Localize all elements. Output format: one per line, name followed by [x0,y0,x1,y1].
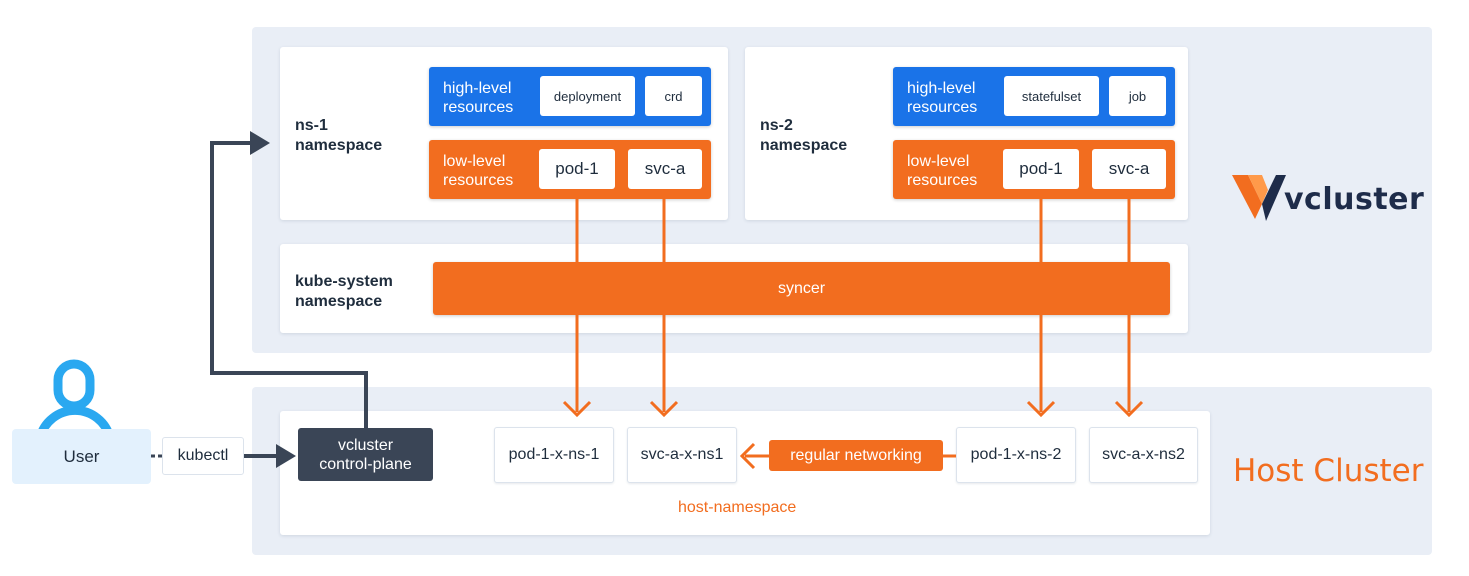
sync-arrowhead-ns2-pod [1026,400,1056,418]
host-pod-1-x-ns-2: pod-1-x-ns-2 [956,427,1076,483]
ns2-low-level-label: low-level resources [907,152,977,190]
networking-arrowhead [739,442,756,470]
crd-chip: crd [645,76,702,116]
kube-system-label: kube-system namespace [295,272,393,312]
ns1-low-level-label: low-level resources [443,152,513,190]
kubectl-box: kubectl [162,437,244,475]
ns1-high-level-line2: resources [443,99,514,116]
vcluster-logo: vcluster [1232,172,1425,227]
syncer-bar: syncer [433,262,1170,315]
ns2-svc-a-chip: svc-a [1092,149,1166,189]
host-pod-1-x-ns-1: pod-1-x-ns-1 [494,427,614,483]
control-plane-line1: vcluster [337,436,394,454]
sync-arrowhead-ns1-svc [649,400,679,418]
user-box: User [12,429,151,484]
deployment-chip: deployment [540,76,635,116]
ns1-svc-a-chip: svc-a [628,149,702,189]
ns2-label-line1: ns-2 [760,117,793,134]
regular-networking-label: regular networking [769,440,943,471]
ns2-pod-1-chip: pod-1 [1003,149,1079,189]
ns2-high-level-line2: resources [907,99,978,116]
control-plane-to-ns1-arrow [210,141,368,428]
ns1-label-line1: ns-1 [295,117,328,134]
ns1-high-level-resources: high-level resources deployment crd [429,67,711,126]
ns2-namespace-label: ns-2 namespace [760,116,847,156]
sync-arrowhead-ns1-pod [562,400,592,418]
regular-networking-text: regular networking [790,446,922,464]
ns1-high-level-line1: high-level [443,80,512,97]
ns2-high-level-resources: high-level resources statefulset job [893,67,1175,126]
vcluster-logo-text: vcluster [1284,182,1425,217]
syncer-label: syncer [777,280,826,297]
kube-system-label-line1: kube-system [295,273,393,290]
statefulset-chip: statefulset [1004,76,1099,116]
ns1-high-level-label: high-level resources [443,79,513,117]
vcluster-control-plane: vcluster control-plane [298,428,433,481]
ns2-low-level-resources: low-level resources pod-1 svc-a [893,140,1175,199]
job-chip: job [1109,76,1166,116]
ns1-low-level-line2: resources [443,172,514,189]
ns1-label-line2: namespace [295,137,383,154]
vcluster-logo-icon [1232,175,1286,221]
ns1-low-level-line1: low-level [443,153,506,170]
ns2-label-line2: namespace [760,137,848,154]
ns2-high-level-label: high-level resources [907,79,977,117]
ns1-pod-1-chip: pod-1 [539,149,615,189]
host-svc-a-x-ns1: svc-a-x-ns1 [627,427,737,483]
kubectl-label: kubectl [177,447,229,464]
ns2-high-level-line1: high-level [907,80,976,97]
control-plane-to-ns1-arrowhead [250,131,270,155]
sync-arrowhead-ns2-svc [1114,400,1144,418]
kube-system-label-line2: namespace [295,293,383,310]
control-plane-line2: control-plane [319,455,412,473]
kubectl-to-control-plane-arrowhead [276,444,296,468]
ns1-namespace-label: ns-1 namespace [295,116,382,156]
host-svc-a-x-ns2: svc-a-x-ns2 [1089,427,1198,483]
host-namespace-label: host-namespace [678,499,797,516]
ns1-low-level-resources: low-level resources pod-1 svc-a [429,140,711,199]
host-cluster-title: Host Cluster [1233,453,1424,489]
user-icon [35,359,115,438]
user-label: User [63,446,100,466]
ns2-low-level-line2: resources [907,172,978,189]
ns2-low-level-line1: low-level [907,153,970,170]
